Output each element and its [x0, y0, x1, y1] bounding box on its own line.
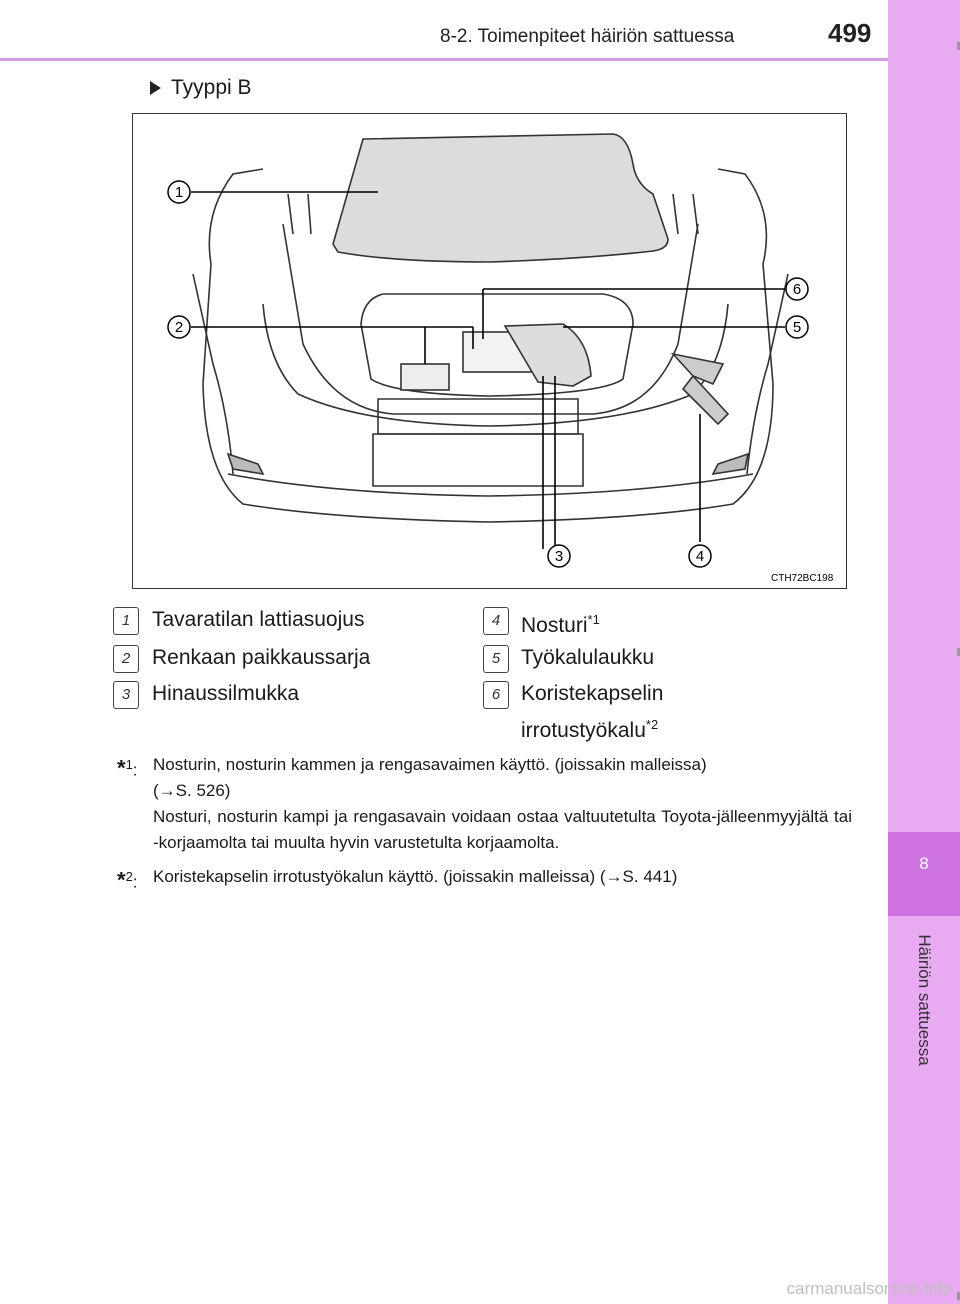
edge-notch: [957, 1292, 960, 1300]
section-marker-label: Tyyppi B: [171, 76, 252, 99]
footnote-ref: *1: [587, 612, 600, 627]
svg-text:5: 5: [793, 319, 801, 336]
footnote-line: Nosturin, nosturin kammen ja rengasavaim…: [153, 755, 707, 774]
legend-number: 2: [113, 645, 139, 673]
svg-text:4: 4: [696, 548, 704, 565]
chapter-side-tab: 8 Häiriön sattuessa: [888, 0, 960, 1304]
legend-number: 6: [483, 681, 509, 709]
legend-number: 1: [113, 607, 139, 635]
legend-label: Tavaratilan lattiasuojus: [152, 608, 365, 631]
chapter-title: Häiriön sattuessa: [915, 934, 934, 1066]
footnotes: *1: Nosturin, nosturin kammen ja rengasa…: [117, 752, 852, 898]
triangle-bullet-icon: [150, 81, 161, 96]
trunk-illustration: 1 2 3 4 5 6 CTH72BC198: [132, 113, 847, 589]
legend-label-line2: irrotustyökalu*2: [521, 717, 659, 742]
section-marker: Tyyppi B: [150, 76, 252, 100]
legend-number: 3: [113, 681, 139, 709]
legend-label: Hinaussilmukka: [152, 682, 300, 705]
figure-code: CTH72BC198: [771, 573, 834, 584]
callout-6: 6: [785, 277, 809, 301]
footnote-ref: *2: [645, 717, 659, 732]
trunk-drawing: 1 2 3 4 5 6 CTH72BC198: [167, 133, 834, 584]
watermark: carmanualsonline.info: [786, 1279, 952, 1298]
edge-notch: [957, 42, 960, 50]
header-rule: [0, 58, 888, 61]
svg-text:3: 3: [555, 548, 563, 565]
footnote-line: Nosturi, nosturin kampi ja rengasavain v…: [153, 807, 852, 852]
legend-label: Renkaan paikkaussarja: [152, 646, 371, 669]
chapter-tab-box: [888, 832, 960, 916]
svg-text:6: 6: [793, 281, 801, 298]
footnote-line: Koristekapselin irrotustyökalun käyttö. …: [153, 867, 678, 886]
legend-number: 5: [483, 645, 509, 673]
callout-4: 4: [688, 544, 712, 568]
callout-2: 2: [167, 315, 191, 339]
chapter-number: 8: [919, 854, 929, 873]
edge-notch: [957, 648, 960, 656]
svg-text:1: 1: [175, 184, 183, 201]
callout-1: 1: [167, 180, 191, 204]
callout-5: 5: [785, 315, 809, 339]
legend-label: Työkalulaukku: [521, 646, 655, 669]
legend-label: Nosturi*1: [521, 612, 600, 637]
footnote-mark: *2:: [117, 867, 138, 893]
page-number: 499: [828, 18, 872, 48]
legend-label: Koristekapselin: [521, 682, 664, 705]
section-title: 8-2. Toimenpiteet häiriön sattuessa: [440, 26, 735, 47]
footnote-2: *2: Koristekapselin irrotustyökalun käyt…: [117, 864, 852, 893]
footnote-line: (→S. 526): [153, 781, 231, 800]
footnote-mark: *1:: [117, 755, 138, 781]
svg-text:2: 2: [175, 319, 183, 336]
footnote-1: *1: Nosturin, nosturin kammen ja rengasa…: [117, 752, 852, 856]
callout-3: 3: [547, 544, 571, 568]
legend-number: 4: [483, 607, 509, 635]
